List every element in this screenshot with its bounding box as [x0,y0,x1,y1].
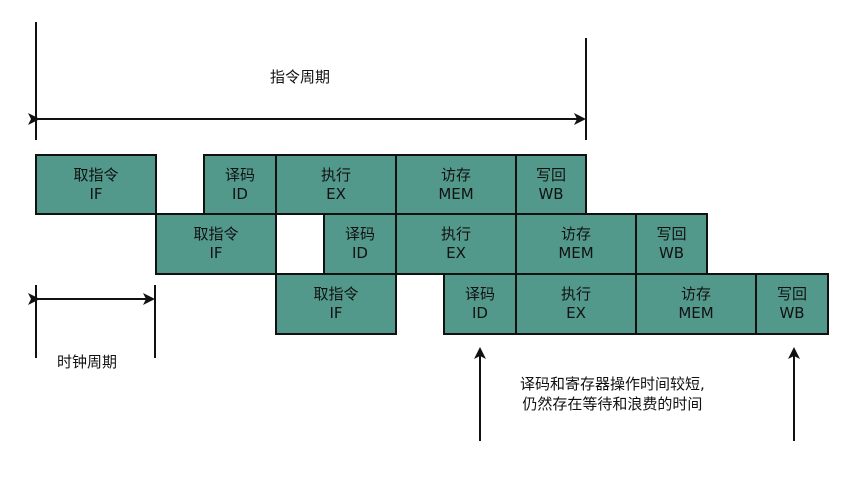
stage-en: MEM [678,304,714,322]
stage-en: IF [329,304,343,322]
stage-cn: 写回 [776,285,807,303]
row2-stage-mem: 访存 MEM [515,213,637,275]
stage-en: EX [326,184,346,203]
wait-note: 译码和寄存器操作时间较短, 仍然存在等待和浪费的时间 [520,374,705,414]
stage-en: ID [352,244,368,262]
row1-stage-mem: 访存 MEM [395,154,517,215]
stage-cn: 取指令 [313,285,359,303]
stage-cn: 执行 [560,285,591,303]
row1-stage-if: 取指令 IF [35,154,157,215]
stage-en: IF [209,244,223,262]
stage-en: WB [779,304,805,322]
stage-en: ID [232,184,248,203]
row1-stage-id: 译码 ID [203,154,277,215]
row3-stage-ex: 执行 EX [515,273,637,335]
stage-en: MEM [438,184,474,203]
row3-stage-mem: 访存 MEM [635,273,757,335]
stage-cn: 访存 [560,225,591,243]
row1-stage-ex: 执行 EX [275,154,397,215]
row3-stage-if: 取指令 IF [275,273,397,335]
row3-stage-wb: 写回 WB [755,273,829,335]
stage-en: MEM [558,244,594,262]
row2-stage-wb: 写回 WB [635,213,708,275]
row3-stage-id: 译码 ID [443,273,517,335]
stage-cn: 译码 [344,225,375,243]
stage-cn: 访存 [680,285,711,303]
row2-stage-ex: 执行 EX [395,213,517,275]
stage-cn: 取指令 [193,225,239,243]
stage-en: IF [89,184,103,203]
stage-cn: 译码 [224,165,255,184]
instruction-cycle-label: 指令周期 [270,68,331,86]
stage-en: WB [538,184,564,203]
stage-cn: 取指令 [73,165,119,184]
stage-cn: 写回 [656,225,687,243]
stage-cn: 访存 [440,165,471,184]
stage-en: ID [472,304,488,322]
stage-cn: 译码 [464,285,495,303]
stage-en: EX [566,304,586,322]
stage-en: EX [446,244,466,262]
stage-cn: 写回 [535,165,566,184]
stage-cn: 执行 [320,165,351,184]
stage-cn: 执行 [440,225,471,243]
wait-note-line2: 仍然存在等待和浪费的时间 [522,395,703,413]
row2-stage-if: 取指令 IF [155,213,277,275]
wait-note-line1: 译码和寄存器操作时间较短, [520,375,705,393]
row1-stage-wb: 写回 WB [515,154,587,215]
row2-stage-id: 译码 ID [323,213,397,275]
stage-en: WB [658,244,685,262]
clock-cycle-label: 时钟周期 [57,353,118,371]
